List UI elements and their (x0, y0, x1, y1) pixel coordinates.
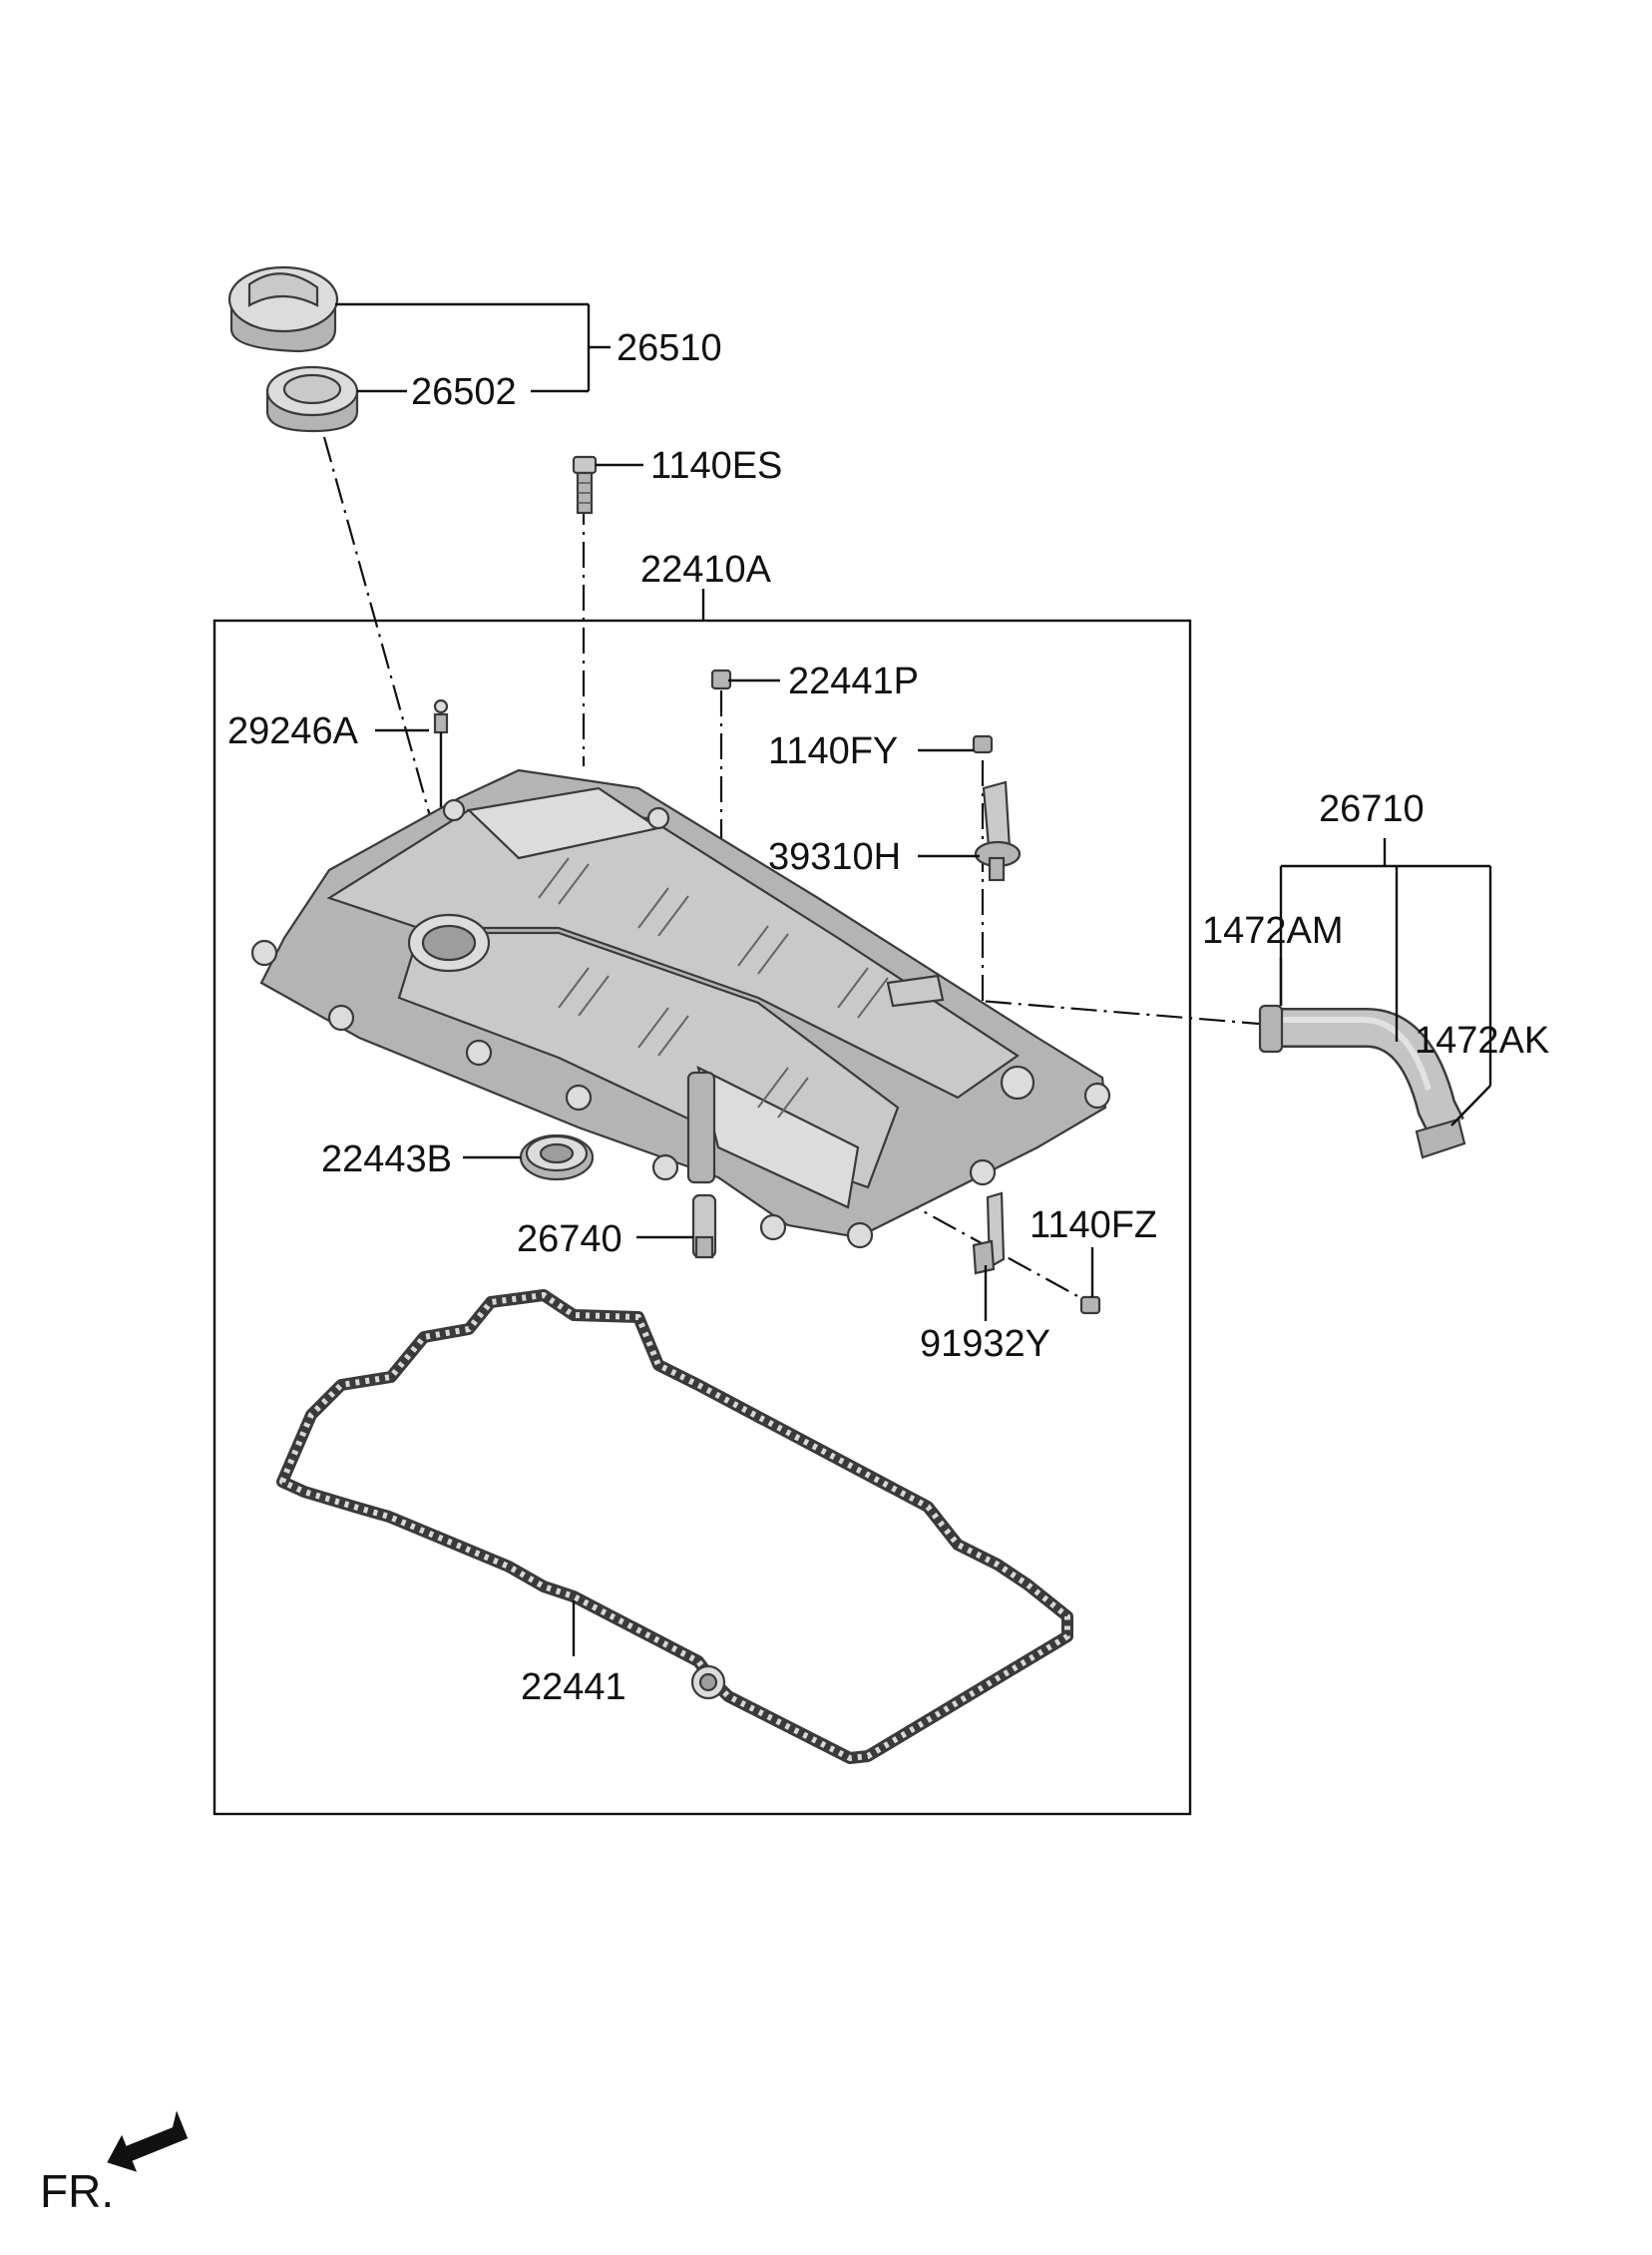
front-label: FR. (40, 2165, 114, 2217)
label-29246A: 29246A (227, 710, 359, 752)
pcv-hose (1267, 1008, 1464, 1136)
bolt-top (572, 455, 598, 515)
valve-cover (250, 768, 1111, 1249)
label-1140FZ: 1140FZ (1030, 1204, 1157, 1246)
label-26510: 26510 (617, 327, 722, 369)
label-22441P: 22441P (788, 661, 919, 702)
bolt-sensor (972, 734, 994, 754)
bracket (972, 1191, 1006, 1275)
cover-ribs (538, 857, 889, 1119)
stud (433, 698, 449, 808)
label-22441: 22441 (521, 1666, 626, 1708)
label-26710: 26710 (1319, 788, 1425, 830)
front-arrow-icon (107, 2110, 189, 2172)
label-1140ES: 1140ES (650, 445, 782, 487)
label-1472AK: 1472AK (1415, 1020, 1549, 1062)
label-1140FY: 1140FY (768, 730, 898, 772)
leader-lines (335, 302, 1492, 1656)
oil-seal (519, 1133, 595, 1181)
label-22443B: 22443B (321, 1138, 452, 1180)
label-26502: 26502 (411, 371, 517, 413)
cover-gasket (276, 1289, 1073, 1764)
label-39310H: 39310H (768, 836, 901, 878)
bolt-bracket (1079, 1295, 1101, 1315)
oil-filler-cap (227, 265, 339, 353)
label-1472AM: 1472AM (1202, 910, 1344, 952)
cam-sensor (974, 780, 1022, 882)
hose-clamp-a (1258, 1004, 1284, 1054)
label-91932Y: 91932Y (920, 1323, 1050, 1365)
label-26740: 26740 (517, 1218, 622, 1260)
hose-clamp-b (1415, 1118, 1466, 1159)
cover-bosses (250, 798, 1111, 1249)
label-22410A: 22410A (640, 549, 772, 591)
plug (710, 669, 732, 690)
ring (691, 1193, 717, 1259)
cap-seal (265, 365, 359, 433)
